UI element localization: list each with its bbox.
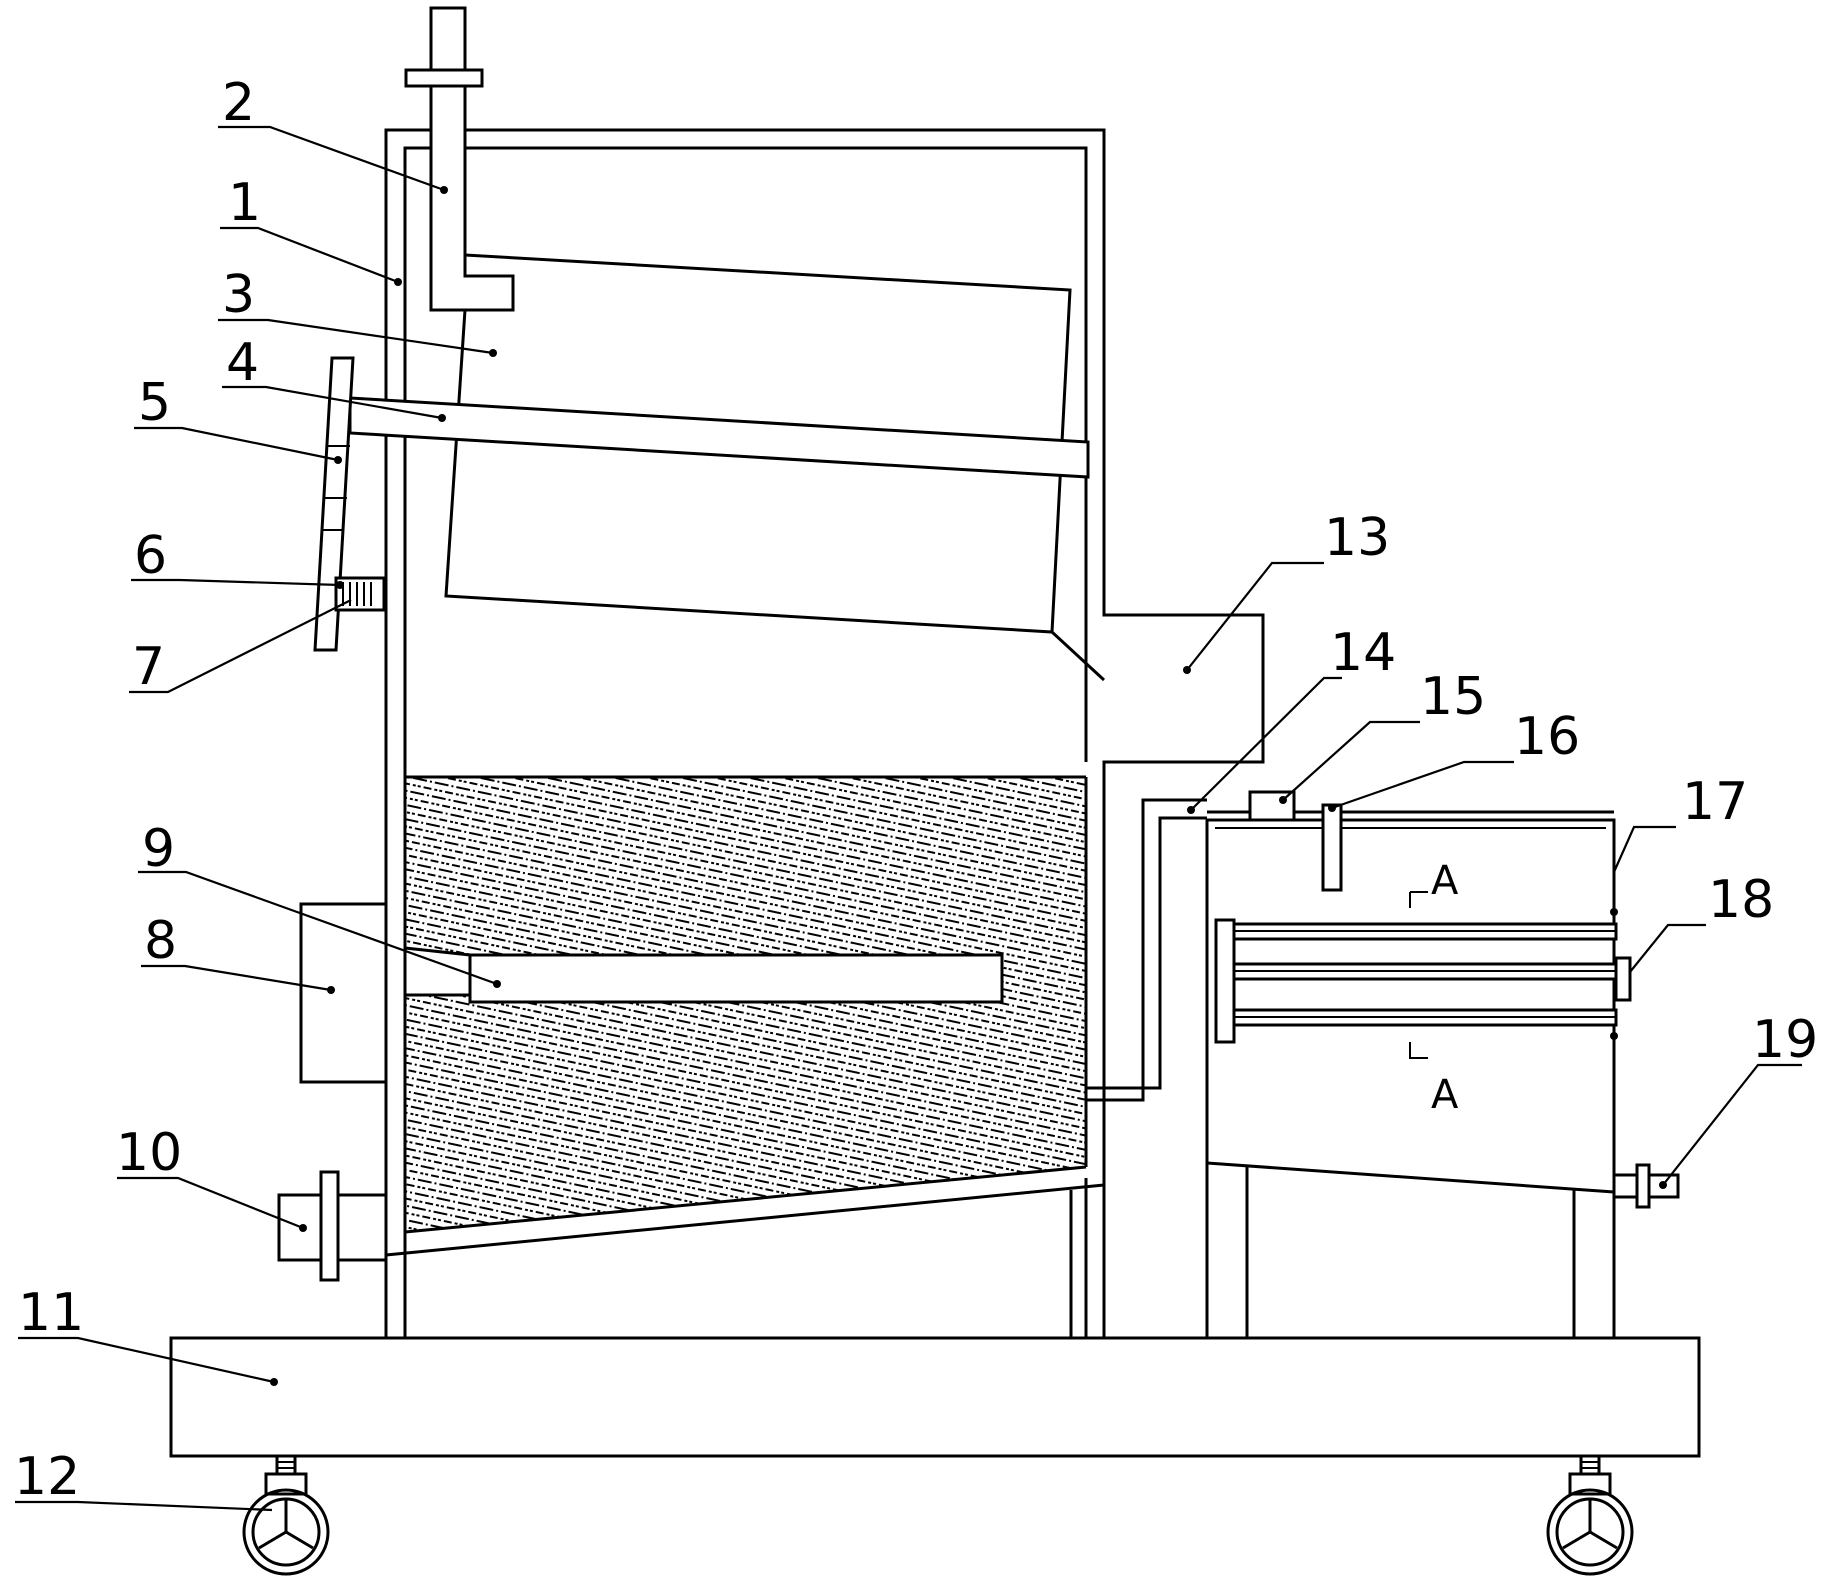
label-15: 15 — [1420, 667, 1486, 727]
secondary-tank — [1205, 810, 1616, 1338]
label-18: 18 — [1708, 870, 1774, 930]
left-caster-wheel — [242, 1454, 330, 1576]
label-14: 14 — [1330, 623, 1396, 683]
inlet-pipe — [404, 6, 515, 312]
level-probe — [1321, 803, 1343, 892]
main-housing — [384, 128, 1265, 1338]
label-12: 12 — [14, 1447, 80, 1507]
drain-valve — [277, 1170, 388, 1282]
right-caster-wheel — [1546, 1454, 1634, 1576]
label-17: 17 — [1682, 772, 1748, 832]
label-8: 8 — [144, 911, 177, 971]
label-16: 16 — [1514, 707, 1580, 767]
drive-arm — [313, 356, 355, 652]
label-4: 4 — [226, 333, 259, 393]
section-mark-bottom: A — [1431, 1072, 1459, 1118]
part-labels: 2 1 3 4 5 6 7 9 8 10 11 12 13 14 15 16 1… — [14, 73, 1818, 1507]
connecting-pipe — [1086, 798, 1207, 1102]
label-10: 10 — [116, 1123, 182, 1183]
section-line: A A — [1409, 858, 1459, 1118]
label-6: 6 — [134, 526, 167, 586]
base-frame — [169, 1336, 1701, 1458]
liquid-tank — [385, 775, 1105, 1257]
label-11: 11 — [18, 1283, 84, 1343]
label-13: 13 — [1324, 508, 1390, 568]
leader-lines — [15, 125, 1802, 1512]
label-2: 2 — [222, 73, 255, 133]
heater-rod — [403, 946, 1004, 1004]
label-19: 19 — [1752, 1010, 1818, 1070]
label-5: 5 — [138, 373, 171, 433]
label-7: 7 — [132, 637, 165, 697]
label-3: 3 — [222, 265, 255, 325]
rotating-drum — [348, 253, 1106, 682]
control-box — [299, 902, 388, 1084]
outlet-valve — [1612, 1163, 1680, 1209]
section-mark-top: A — [1431, 858, 1459, 904]
label-9: 9 — [142, 819, 175, 879]
filter-assembly — [1214, 908, 1632, 1044]
label-1: 1 — [228, 173, 261, 233]
